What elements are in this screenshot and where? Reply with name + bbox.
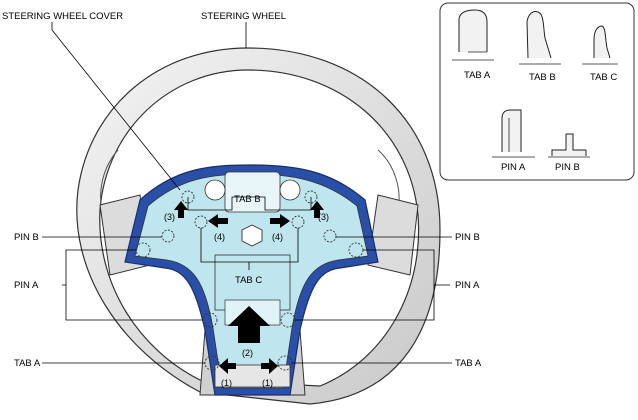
arrow-right-icon xyxy=(270,214,290,228)
pin-b-right-marker xyxy=(323,229,337,243)
arrow-up-large-icon xyxy=(228,306,270,343)
tab-c-left-marker xyxy=(194,215,208,229)
step-2: (2) xyxy=(242,348,253,358)
legend-pin-b: PIN B xyxy=(555,162,580,173)
label-pin-b-right: PIN B xyxy=(455,232,480,243)
arrow-left-bottom-icon xyxy=(219,358,236,374)
step-numbers: (1) (1) (2) (3) (3) (4) (4) xyxy=(164,212,329,388)
label-steering-wheel: STEERING WHEEL xyxy=(201,11,286,22)
step-1-left: (1) xyxy=(221,378,232,388)
legend-tab-a: TAB A xyxy=(464,70,491,81)
arrow-up-left-icon xyxy=(174,201,188,218)
label-tab-c: TAB C xyxy=(235,275,262,286)
label-pin-b-left: PIN B xyxy=(14,232,39,243)
tab-c-right-marker xyxy=(291,215,305,229)
arrow-left-icon xyxy=(208,214,228,228)
leader-lines xyxy=(42,22,452,364)
label-tab-b: TAB B xyxy=(234,194,261,205)
tab-b-right-marker xyxy=(304,190,318,204)
label-steering-wheel-cover: STEERING WHEEL COVER xyxy=(2,11,123,22)
legend-pin-a: PIN A xyxy=(501,162,526,173)
tab-b-icon xyxy=(519,11,561,65)
legend-tab-b: TAB B xyxy=(529,72,556,83)
step-4-left: (4) xyxy=(214,232,225,242)
tab-b-left-marker xyxy=(181,190,195,204)
hub-details xyxy=(204,171,301,388)
tab-a-icon xyxy=(452,9,494,61)
label-tab-a-left: TAB A xyxy=(14,358,41,369)
label-tab-a-right: TAB A xyxy=(455,358,482,369)
steering-wheel-rim xyxy=(76,47,441,405)
step-1-right: (1) xyxy=(262,378,273,388)
label-pin-a-left: PIN A xyxy=(14,280,39,291)
pin-a-icon xyxy=(492,109,535,158)
direction-arrows xyxy=(174,201,324,374)
callout-labels: STEERING WHEEL COVER STEERING WHEEL TAB … xyxy=(2,11,482,369)
step-4-right: (4) xyxy=(272,232,283,242)
pin-b-left-marker xyxy=(161,229,175,243)
step-3-right: (3) xyxy=(318,212,329,222)
legend-tab-c: TAB C xyxy=(590,72,617,83)
arrow-up-right-icon xyxy=(310,201,324,218)
step-3-left: (3) xyxy=(164,212,175,222)
pin-b-icon xyxy=(548,133,590,158)
tab-c-icon xyxy=(582,25,618,65)
arrow-right-bottom-icon xyxy=(261,358,278,374)
label-pin-a-right: PIN A xyxy=(455,280,480,291)
legend-box: TAB A TAB B TAB C PIN A PIN B xyxy=(439,2,635,181)
